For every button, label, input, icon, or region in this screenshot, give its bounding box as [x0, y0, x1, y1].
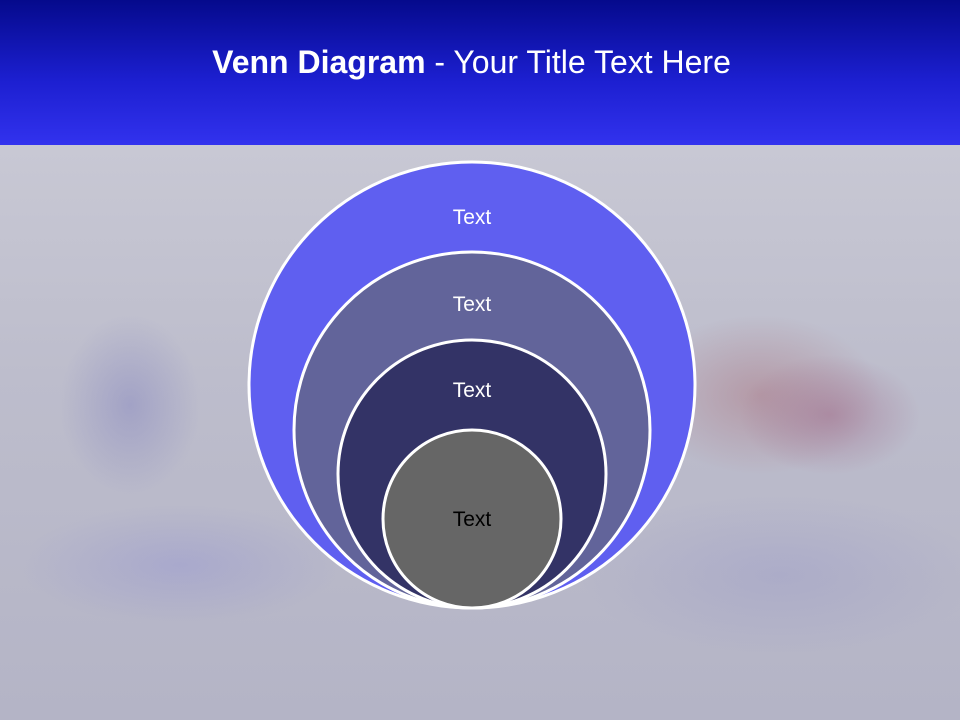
circle-inner[interactable]: Text	[381, 428, 563, 610]
circle-inner-shape	[381, 428, 563, 610]
circle-third-label: Text	[453, 379, 492, 402]
slide-title[interactable]: Venn Diagram - Your Title Text Here	[0, 42, 943, 82]
circle-inner-label: Text	[453, 508, 492, 531]
circle-outer-label: Text	[453, 206, 492, 229]
title-rest-text: - Your Title Text Here	[425, 44, 731, 80]
title-bold-text: Venn Diagram	[212, 44, 426, 80]
circle-second-label: Text	[453, 293, 492, 316]
title-bar: Venn Diagram - Your Title Text Here	[0, 0, 960, 145]
